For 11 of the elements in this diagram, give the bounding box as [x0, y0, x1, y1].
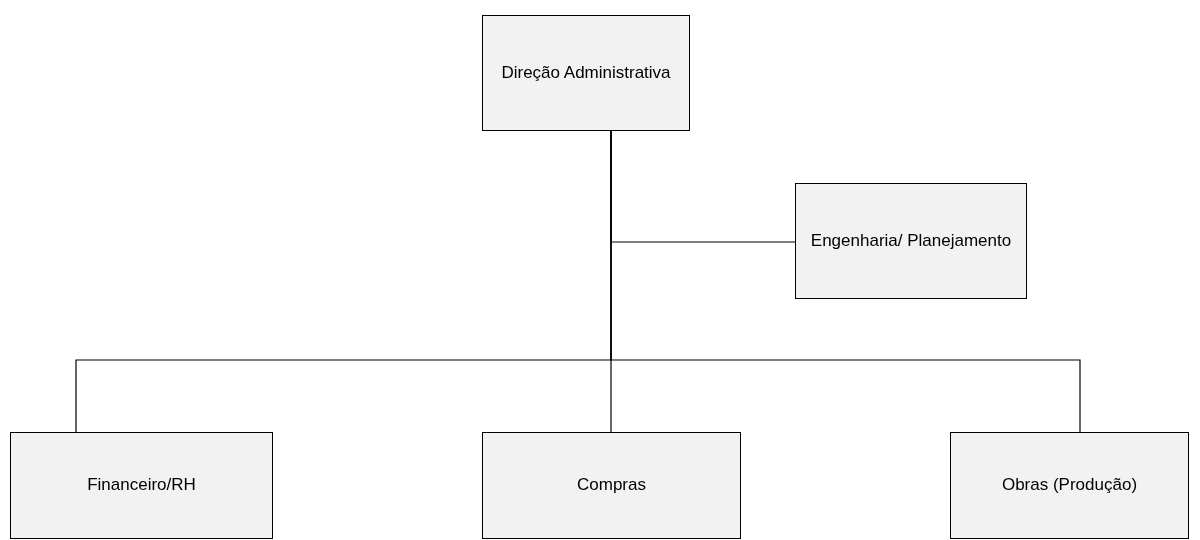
org-unit-box [795, 183, 1027, 299]
org-unit-box [10, 432, 273, 539]
unit-name: Engenharia/ Planejamento [810, 229, 1012, 252]
org-unit-box [950, 432, 1189, 539]
unit-name: Obras (Produção) [1001, 474, 1138, 497]
unit-name: Financeiro/RH [87, 474, 196, 497]
connector-line [610, 130, 1081, 433]
unit-name: Compras [577, 474, 646, 497]
unit-name: Direção Administrativa [501, 61, 671, 84]
org-unit-box [482, 432, 741, 539]
org-unit-box [482, 15, 690, 131]
